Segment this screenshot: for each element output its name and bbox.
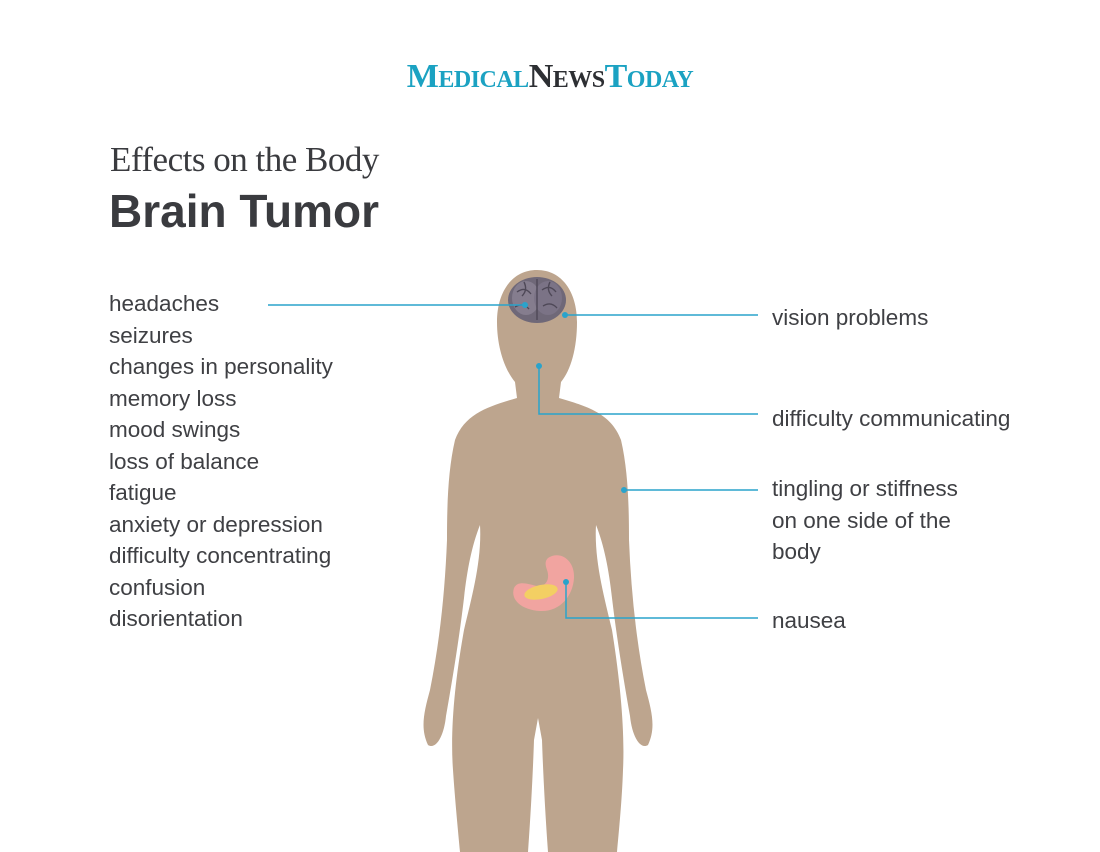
brand-logo-medical: Medical [406,58,529,95]
symptom-tingling: tingling or stiffness on one side of the… [772,473,958,568]
connector-lines [268,304,758,619]
page-title: Brain Tumor [109,185,380,237]
symptom-fatigue: fatigue [109,480,177,505]
brand-logo: MedicalNewsToday [0,58,1100,96]
symptom-memory-loss: memory loss [109,385,237,411]
connector-dot-communicating [536,363,542,369]
symptom-tingling-line2: on one side of the [772,507,951,533]
connector-dot-nausea [563,579,569,585]
connector-dot-headaches [522,302,528,308]
symptom-nausea: nausea [772,608,846,633]
symptom-balance: loss of balance [109,448,260,474]
page-subtitle: Effects on the Body [110,140,379,179]
symptom-communicating: difficulty communicating [772,406,1011,431]
body-silhouette [423,270,653,852]
symptom-personality: changes in personality [109,354,333,379]
connector-dot-tingling [621,487,627,493]
symptom-anxiety: anxiety or depression [109,511,323,537]
brain-icon [508,277,566,323]
brand-logo-news: News [528,58,605,95]
connector-dot-vision [562,312,568,318]
connector-nausea [565,582,758,619]
connector-communicating [538,366,758,415]
stomach-icon [513,555,575,612]
symptom-confusion: confusion [109,574,206,600]
left-symptom-list: headaches seizures changes in personalit… [109,288,333,635]
symptom-vision: vision problems [772,305,929,330]
symptom-seizures: seizures [109,322,193,348]
symptom-disorientation: disorientation [109,606,243,631]
symptom-headaches: headaches [109,291,220,316]
brand-logo-today: Today [604,58,694,95]
connector-dots [522,302,627,585]
symptom-mood-swings: mood swings [109,417,241,442]
symptom-tingling-line1: tingling or stiffness [772,476,958,501]
symptom-tingling-line3: body [772,539,821,564]
symptom-concentrating: difficulty concentrating [109,543,332,568]
